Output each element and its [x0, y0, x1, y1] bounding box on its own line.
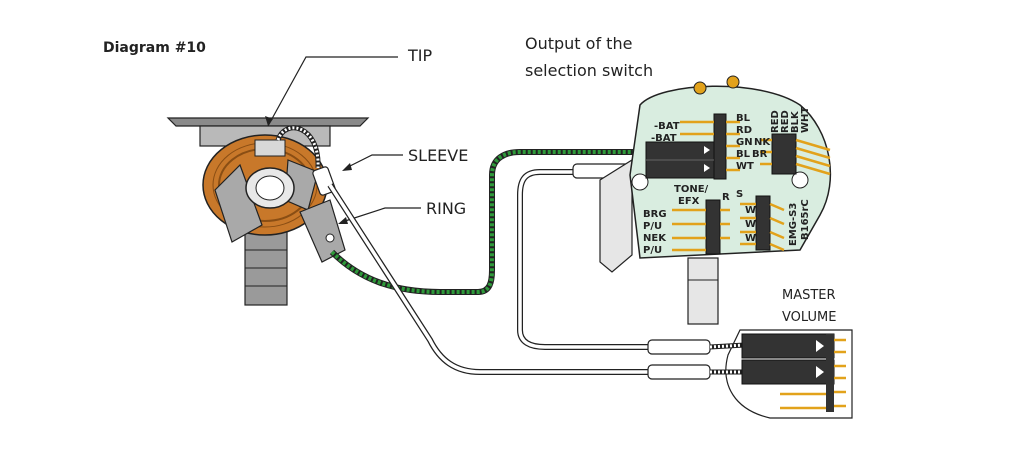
pcb-label-nek: NEK — [643, 233, 667, 244]
master-volume-label-line2: VOLUME — [782, 310, 837, 325]
pcb-label-bl1: BL — [736, 113, 751, 124]
pcb-label-red1: RED — [770, 110, 781, 133]
master-volume-label-line1: MASTER — [782, 288, 836, 303]
pcb-label-bat1: -BAT — [654, 121, 680, 132]
diagram-title: Diagram #10 — [103, 40, 206, 56]
tip-label: TIP — [408, 46, 433, 65]
pcb-label-gn: GN — [736, 137, 753, 148]
pcb-label-emg: EMG-S3 — [788, 203, 799, 246]
output-label-line2: selection switch — [525, 61, 654, 80]
pcb-label-s: S — [736, 189, 743, 200]
pcb-label-tone: TONE/ — [674, 184, 709, 195]
pcb-label-wt: WT — [736, 161, 754, 172]
master-volume-board — [647, 329, 853, 419]
output-jack — [166, 117, 370, 306]
pcb-label-pu1: P/U — [643, 221, 662, 232]
label-leader-lines — [265, 56, 421, 224]
pcb-label-bat2: -BAT — [651, 133, 677, 144]
ring-label: RING — [426, 199, 467, 218]
pcb-label-red2: RED — [780, 110, 791, 133]
pcb-label-blk: BLK — [790, 110, 801, 133]
pcb-label-br: BR — [752, 149, 768, 160]
pcb-label-pu2: P/U — [643, 245, 662, 256]
pcb-label-rd: RD — [736, 125, 752, 136]
output-label-line1: Output of the — [525, 34, 633, 53]
pcb-label-w1: W — [745, 205, 756, 216]
pcb-label-efx: EFX — [678, 196, 700, 207]
pcb-label-wht: WHT — [800, 107, 811, 133]
pcb-label-brg: BRG — [643, 209, 667, 220]
pcb-label-b165: B165rC — [800, 199, 811, 240]
pcb-label-nk: NK — [754, 137, 771, 148]
pcb-label-bl2: BL — [736, 149, 751, 160]
sleeve-label: SLEEVE — [408, 146, 469, 165]
pcb-label-w3: W — [745, 233, 756, 244]
pcb-label-w2: W — [745, 219, 756, 230]
pcb-label-r: R — [722, 192, 730, 203]
selection-switch-pcb: -BAT -BAT BL RD GN NK BL BR WT RED RED B… — [599, 75, 832, 325]
